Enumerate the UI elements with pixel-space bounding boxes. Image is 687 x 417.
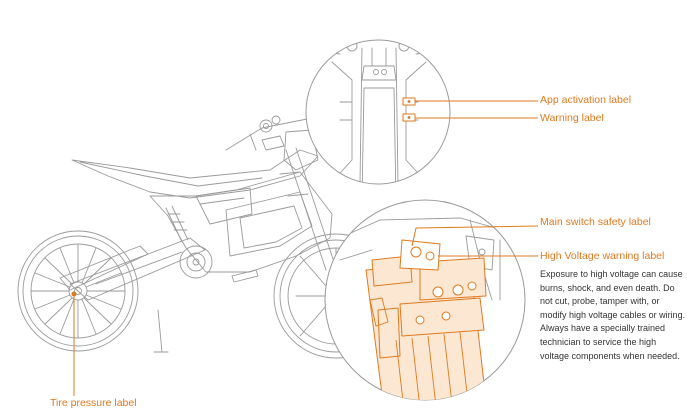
motor	[179, 245, 213, 279]
warning-label: Warning label	[540, 112, 604, 124]
rear-wheel	[17, 230, 139, 352]
handlebar	[225, 115, 313, 151]
bottom-zoom-callout	[324, 199, 526, 401]
app-activation-label: App activation label	[540, 94, 632, 106]
high-voltage-description: Exposure to high voltage can cause burns…	[540, 269, 686, 361]
kickstand	[153, 309, 169, 353]
connector-main-switch	[411, 225, 539, 247]
callout-connectors	[73, 100, 539, 396]
seat-and-fender	[71, 149, 319, 199]
swingarm	[69, 237, 206, 301]
rear-shock	[165, 205, 189, 243]
top-zoom-callout	[305, 39, 451, 185]
front-plate	[283, 129, 319, 171]
front-fork	[279, 147, 337, 271]
tire-pressure-marker	[71, 291, 77, 297]
chain-guard	[59, 245, 149, 291]
main-switch-safety-label: Main switch safety label	[540, 216, 651, 228]
main-frame	[149, 171, 333, 273]
tire-pressure-label: Tire pressure label	[50, 397, 137, 409]
high-voltage-warning-label: High Voltage warning label	[540, 250, 665, 262]
